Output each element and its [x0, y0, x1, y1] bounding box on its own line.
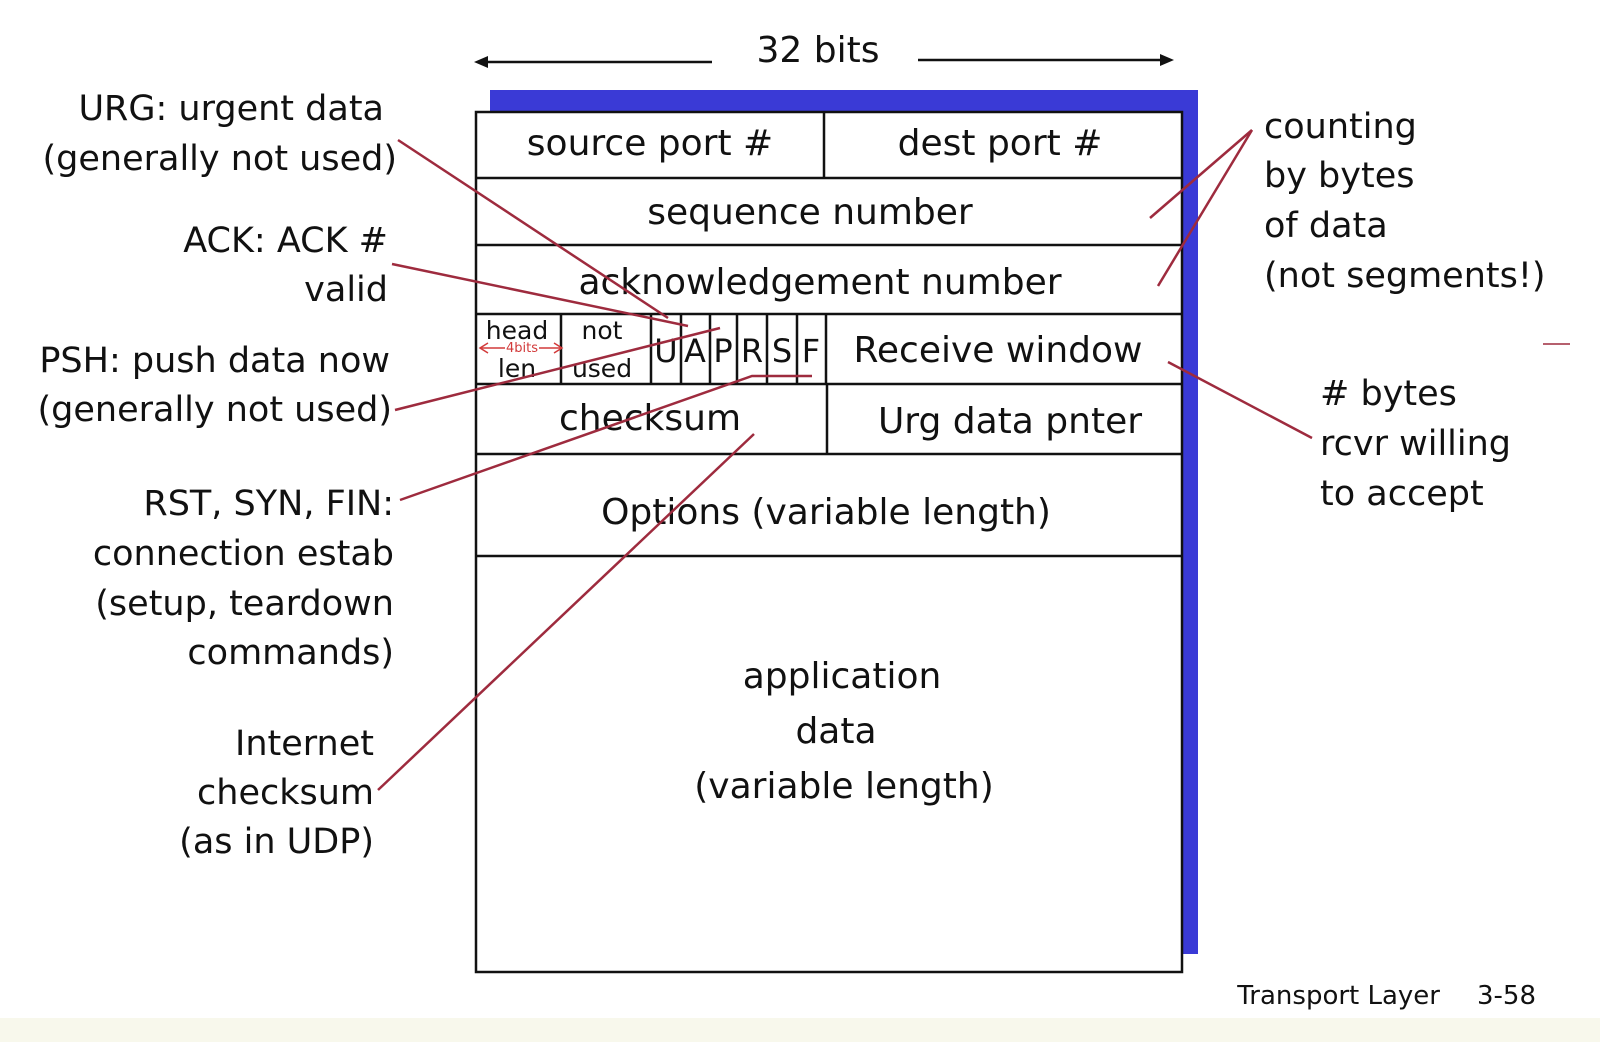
- flag-p: P: [713, 332, 732, 370]
- ann-urg-line1: URG: urgent data: [78, 89, 384, 129]
- line-window: [1167, 360, 1313, 440]
- flag-u: U: [654, 332, 677, 370]
- ann-checksum-line2: checksum: [197, 773, 374, 813]
- line-ack: [391, 262, 689, 328]
- footer-section: Transport Layer: [1236, 981, 1440, 1011]
- field-not-used-line1: not: [582, 316, 623, 345]
- field-dest-port: dest port #: [898, 123, 1103, 164]
- ann-counting-line3: of data: [1264, 206, 1388, 246]
- ann-rst-line2: connection estab: [93, 534, 394, 574]
- field-sequence-number: sequence number: [647, 192, 973, 233]
- line-psh: [394, 326, 721, 412]
- field-source-port: source port #: [527, 123, 773, 164]
- shadow-right: [1182, 90, 1198, 954]
- slide-footer: Transport Layer 3-58: [1236, 981, 1536, 1011]
- field-ack-number: acknowledgement number: [578, 262, 1061, 303]
- ann-rst-line1: RST, SYN, FIN:: [143, 484, 394, 524]
- field-options: Options (variable length): [601, 492, 1051, 533]
- ann-checksum-line3: (as in UDP): [179, 822, 374, 862]
- flag-s: S: [772, 332, 792, 370]
- bits-note-label: 4bits: [506, 341, 538, 356]
- headlen-bits-note: 4bits: [478, 340, 564, 356]
- line-counting-seq: [1149, 129, 1253, 219]
- field-app-data-line2: data: [795, 711, 876, 752]
- line-urg: [397, 138, 669, 320]
- width-arrowhead-right: [1160, 54, 1174, 66]
- right-annotations: counting by bytes of data (not segments!…: [1264, 107, 1546, 514]
- left-annotations: URG: urgent data (generally not used) AC…: [37, 89, 397, 862]
- line-rst-syn-fin: [399, 374, 812, 502]
- ann-checksum-line1: Internet: [235, 724, 374, 764]
- field-urg-data-pointer: Urg data pnter: [878, 401, 1142, 442]
- flag-f: F: [802, 332, 820, 370]
- shadow-top: [490, 90, 1198, 112]
- ann-counting-line2: by bytes: [1264, 156, 1414, 196]
- width-indicator: 32 bits: [474, 30, 1174, 71]
- ann-urg-line2: (generally not used): [42, 139, 397, 179]
- segment-box: [474, 110, 1184, 974]
- ann-counting-line4: (not segments!): [1264, 256, 1546, 296]
- footer-slide-number: 3-58: [1477, 981, 1536, 1011]
- field-app-data-line3: (variable length): [694, 766, 994, 807]
- line-checksum: [377, 433, 755, 791]
- ann-psh-line1: PSH: push data now: [39, 341, 390, 381]
- segment-outline: [474, 110, 1184, 974]
- field-receive-window: Receive window: [854, 330, 1143, 371]
- bottom-strip: [0, 1018, 1600, 1042]
- ann-rst-line3: (setup, teardown: [95, 584, 394, 624]
- annotation-lines: [377, 129, 1570, 791]
- ann-rst-line4: commands): [187, 633, 394, 673]
- ann-psh-line2: (generally not used): [37, 390, 392, 430]
- field-app-data-line1: application: [743, 656, 942, 697]
- ann-window-line3: to accept: [1320, 474, 1484, 514]
- bits-note-arrow-left: [478, 342, 489, 354]
- width-arrowhead-left: [474, 56, 488, 68]
- field-checksum: checksum: [559, 398, 741, 439]
- bits-note-arrow-right: [553, 342, 564, 354]
- line-counting-ack: [1156, 129, 1254, 287]
- ann-counting-line1: counting: [1264, 107, 1417, 147]
- field-labels: source port # dest port # sequence numbe…: [486, 123, 1143, 807]
- flag-a: A: [684, 332, 706, 370]
- width-label: 32 bits: [757, 30, 880, 71]
- ann-ack-line2: valid: [304, 270, 388, 310]
- ann-window-line1: # bytes: [1320, 374, 1457, 414]
- ann-ack-line1: ACK: ACK #: [183, 221, 388, 261]
- header-shadow: [490, 90, 1198, 954]
- bits-note-bg: [505, 340, 539, 354]
- ann-window-line2: rcvr willing: [1320, 424, 1511, 464]
- flag-r: R: [741, 332, 763, 370]
